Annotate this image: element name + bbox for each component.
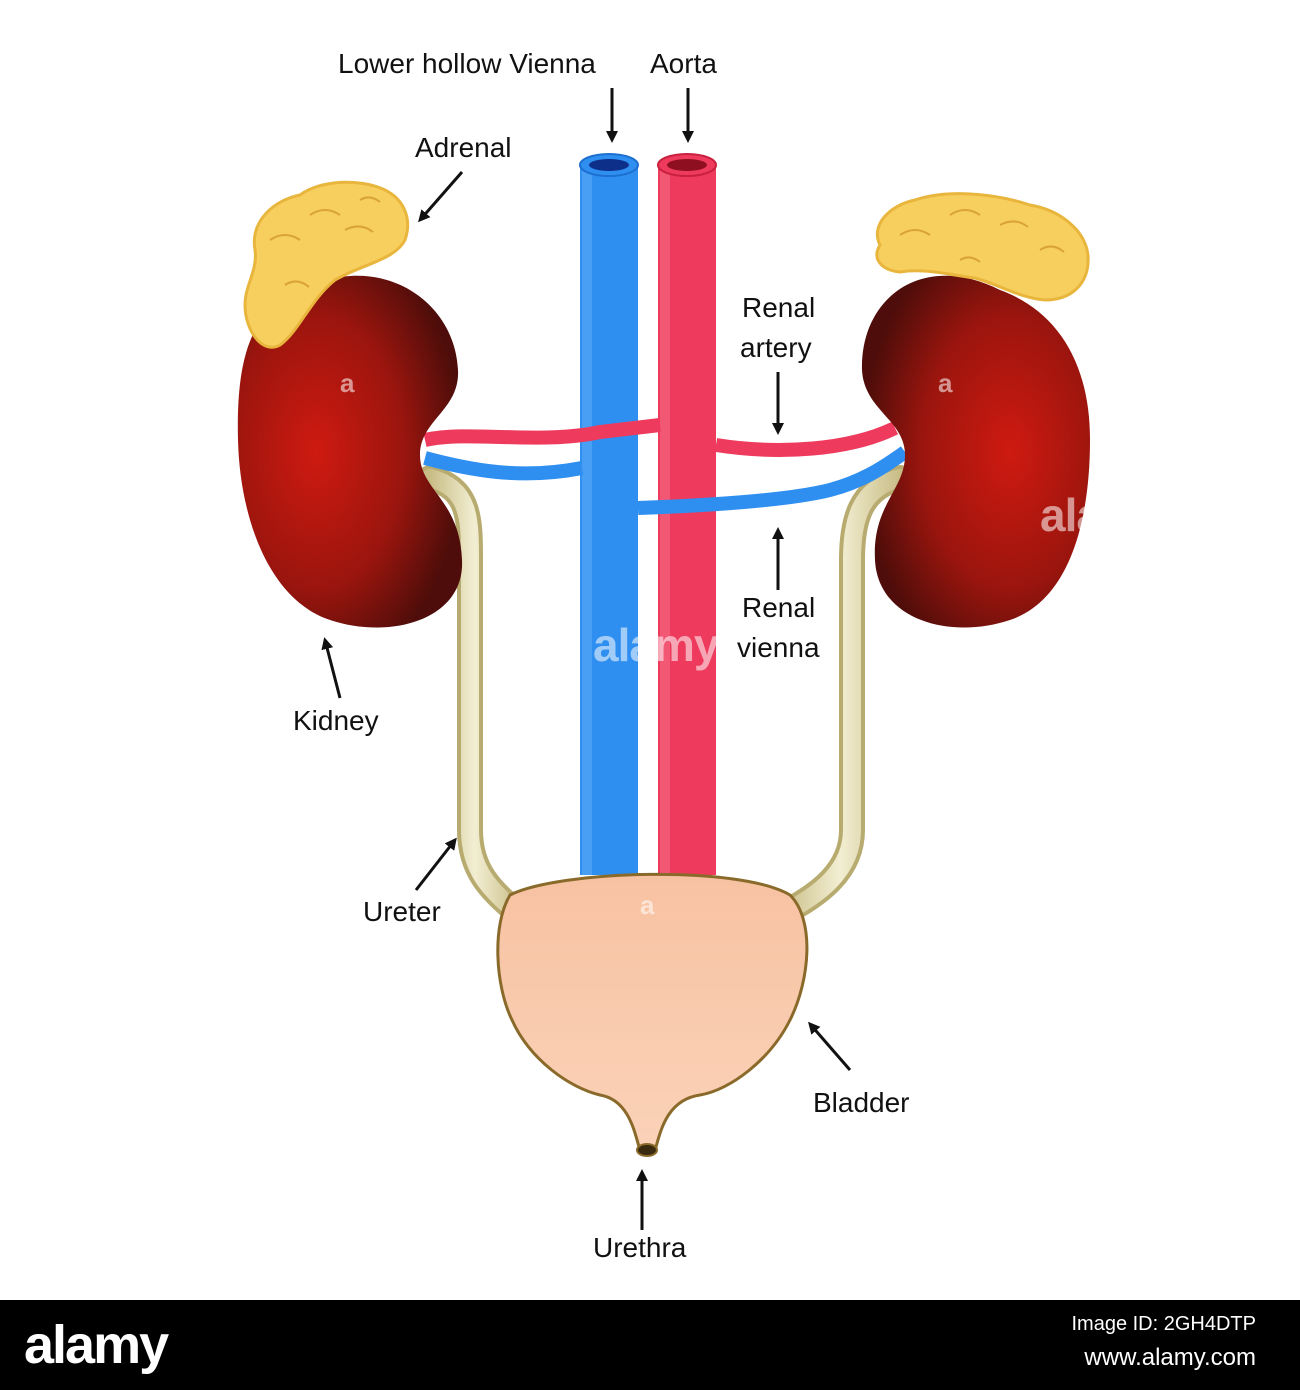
- right-kidney: [861, 275, 1090, 628]
- label-renal-vein-line2: vienna: [737, 632, 820, 663]
- footer-image-id: Image ID: 2GH4DTP: [1071, 1313, 1256, 1335]
- label-vena-cava: Lower hollow Vienna: [338, 48, 596, 79]
- label-ureter: Ureter: [363, 896, 441, 927]
- kidney-arrow: [321, 637, 342, 699]
- adrenal-arrow: [418, 171, 464, 223]
- watermark-center: alamy: [593, 619, 719, 671]
- ureter-arrow: [414, 837, 457, 891]
- label-renal-artery-line1: Renal: [742, 292, 816, 323]
- right-renal-vein: [637, 446, 910, 515]
- label-renal-artery-line2: artery: [740, 332, 812, 363]
- watermark-bladder: a: [640, 890, 655, 920]
- watermark-left-kidney: a: [340, 368, 355, 398]
- footer-url: www.alamy.com: [1084, 1344, 1256, 1371]
- footer-bar: alamy Image ID: 2GH4DTP www.alamy.com: [0, 1300, 1300, 1390]
- urinary-system-diagram: [237, 88, 1090, 1230]
- urethra-opening: [636, 1143, 658, 1157]
- left-adrenal-gland: [243, 180, 410, 349]
- bladder: [496, 872, 809, 1152]
- label-bladder: Bladder: [813, 1087, 910, 1118]
- watermark-right-kidney: a: [938, 368, 953, 398]
- label-kidney: Kidney: [293, 705, 379, 736]
- watermark-right: ala: [1040, 489, 1102, 541]
- label-renal-vein-line1: Renal: [742, 592, 816, 623]
- left-kidney: [237, 275, 463, 628]
- bladder-arrow: [808, 1021, 852, 1071]
- label-aorta: Aorta: [650, 48, 717, 79]
- label-urethra: Urethra: [593, 1232, 687, 1263]
- left-renal-artery: [423, 418, 661, 447]
- right-renal-artery: [714, 421, 899, 457]
- left-renal-vein: [423, 451, 584, 481]
- label-adrenal: Adrenal: [415, 132, 512, 163]
- right-adrenal-gland: [875, 192, 1090, 302]
- footer-logo: alamy: [24, 1315, 169, 1375]
